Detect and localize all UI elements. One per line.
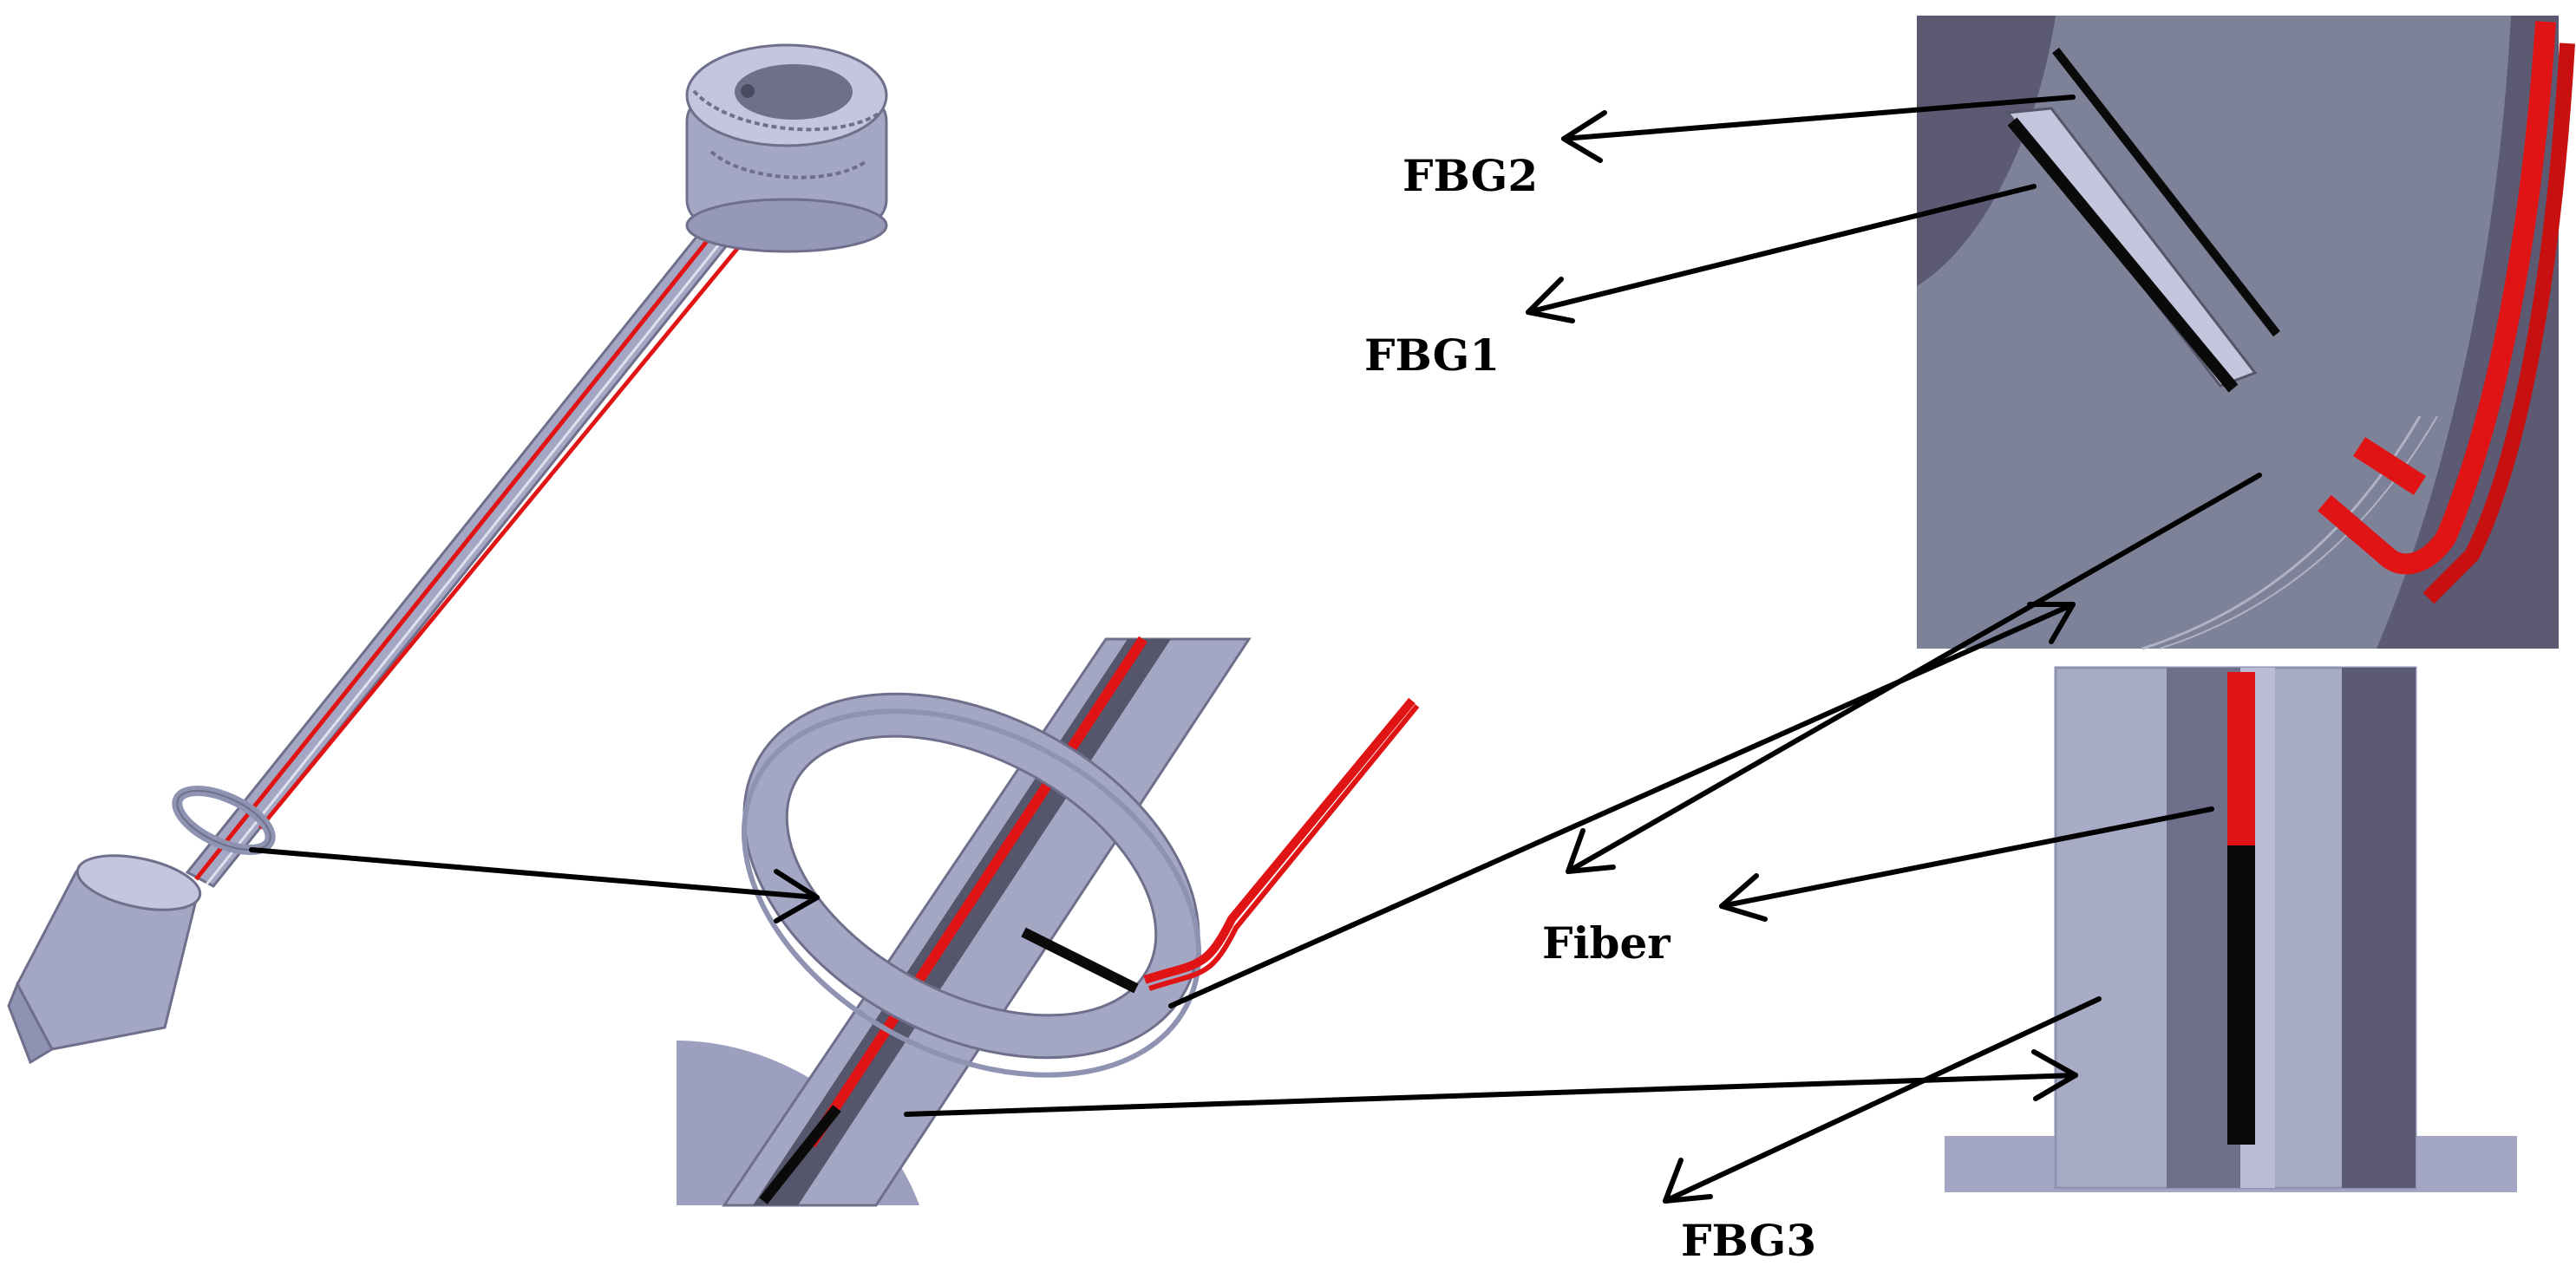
probe-external-fiber bbox=[258, 232, 751, 830]
arrows bbox=[249, 95, 2262, 1204]
probe-rod-fiber bbox=[194, 191, 748, 881]
arrow-ring bbox=[249, 847, 820, 900]
label-fiber: Fiber bbox=[1542, 917, 1670, 969]
top-right-closeup bbox=[1917, 16, 2575, 650]
fbg1-grating bbox=[2007, 117, 2239, 393]
arrow-fbg3 bbox=[904, 1073, 2078, 1117]
closeup-outgoing-fiber bbox=[1143, 697, 1415, 984]
arrow-fbg1 bbox=[1526, 184, 2037, 315]
fbg2-grating bbox=[2052, 47, 2280, 337]
arrow-fiber-2 bbox=[1168, 602, 2076, 1008]
arrow-fiber-3 bbox=[1719, 806, 2214, 909]
top-right-fiber-2 bbox=[2422, 42, 2575, 604]
probe-ring-clamp bbox=[172, 785, 276, 856]
label-fbg1: FBG1 bbox=[1364, 330, 1500, 381]
probe-assembly bbox=[7, 43, 888, 1065]
arrow-fbg2 bbox=[1561, 95, 2076, 141]
label-fbg2: FBG2 bbox=[1402, 150, 1539, 201]
top-right-fiber-1 bbox=[2318, 21, 2556, 575]
label-fbg3: FBG3 bbox=[1681, 1215, 1817, 1266]
probe-top-cap bbox=[685, 43, 888, 253]
bottom-right-closeup bbox=[1945, 666, 2517, 1192]
probe-bottom-tip bbox=[7, 854, 202, 1065]
closeup-rod-fiber bbox=[806, 636, 1148, 1148]
fbg3-fiber bbox=[2227, 672, 2255, 845]
closeup-ring bbox=[743, 693, 1200, 1059]
arrow-fbg3-2 bbox=[1663, 996, 2102, 1204]
fbg3-grating bbox=[2227, 845, 2255, 1145]
